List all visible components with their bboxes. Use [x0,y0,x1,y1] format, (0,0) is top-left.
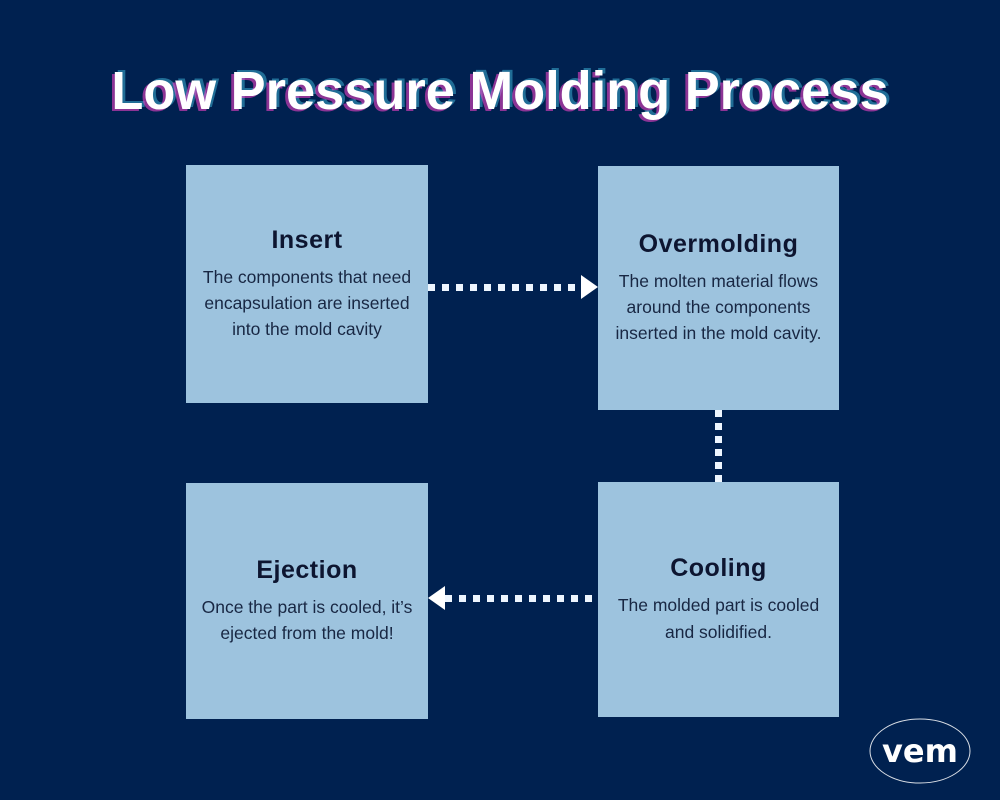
arrowhead-left-icon [428,586,445,610]
step-description-insert: The components that need encapsulation a… [202,266,412,340]
step-description-overmolding: The molten material flows around the com… [615,270,822,344]
dotted-line-vertical [715,410,722,482]
step-box-ejection: Ejection Once the part is cooled, it’s e… [186,483,428,719]
step-title-ejection: Ejection [256,555,358,584]
vem-logo-text: VEM [882,732,958,770]
page-title: Low Pressure Molding Process [111,61,889,121]
step-box-insert: Insert The components that need encapsul… [186,165,428,403]
arrow-right-icon [428,275,598,299]
step-description-ejection: Once the part is cooled, it’s ejected fr… [201,596,413,643]
step-title-cooling: Cooling [670,554,767,583]
step-title-overmolding: Overmolding [638,229,799,258]
arrow-left-icon [428,586,598,610]
step-title-insert: Insert [271,225,343,254]
step-description-cooling: The molded part is cooled and solidified… [617,595,820,642]
step-box-overmolding: Overmolding The molten material flows ar… [598,166,839,410]
vem-logo: VEM [868,716,972,786]
arrowhead-right-icon [581,275,598,299]
dotted-line-horizontal [445,594,598,602]
dotted-line-horizontal [428,283,581,291]
vem-logo-icon: VEM [869,718,971,784]
step-box-cooling: Cooling The molded part is cooled and so… [598,482,839,717]
